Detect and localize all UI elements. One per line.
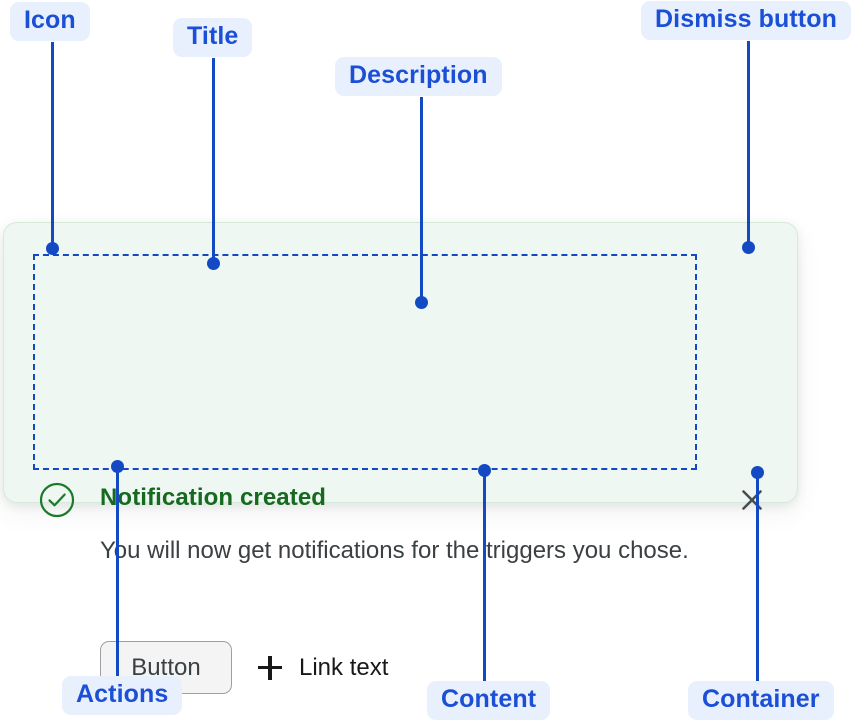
leader-dot-container	[751, 466, 764, 479]
leader-dot-dismiss	[742, 241, 755, 254]
annotation-badge-container: Container	[688, 681, 834, 720]
check-circle-icon	[39, 482, 75, 518]
leader-dot-icon	[46, 242, 59, 255]
dismiss-button[interactable]	[736, 484, 768, 516]
notification-title: Notification created	[100, 484, 327, 511]
leader-dot-content	[478, 464, 491, 477]
annotation-badge-title: Title	[173, 18, 253, 57]
leader-line-icon	[51, 42, 54, 248]
annotation-badge-actions: Actions	[62, 676, 183, 715]
close-icon	[742, 490, 762, 510]
annotation-badge-icon: Icon	[10, 2, 90, 41]
annotation-badge-dismiss: Dismiss button	[641, 1, 851, 40]
notification-description: You will now get notifications for the t…	[100, 537, 689, 564]
leader-dot-description	[415, 296, 428, 309]
plus-icon	[258, 655, 282, 680]
leader-line-title	[212, 58, 215, 263]
notification-container: Notification created You will now get no…	[3, 222, 798, 694]
action-link[interactable]: Link text	[258, 654, 388, 682]
action-link-label: Link text	[299, 653, 389, 681]
leader-line-actions	[116, 466, 119, 678]
annotation-badge-content: Content	[427, 681, 551, 720]
leader-dot-title	[207, 257, 220, 270]
leader-dot-actions	[111, 460, 124, 473]
leader-line-dismiss	[747, 41, 750, 247]
leader-line-content	[483, 470, 486, 683]
leader-line-description	[420, 97, 423, 302]
leader-line-container	[756, 472, 759, 683]
annotation-badge-description: Description	[335, 57, 502, 96]
